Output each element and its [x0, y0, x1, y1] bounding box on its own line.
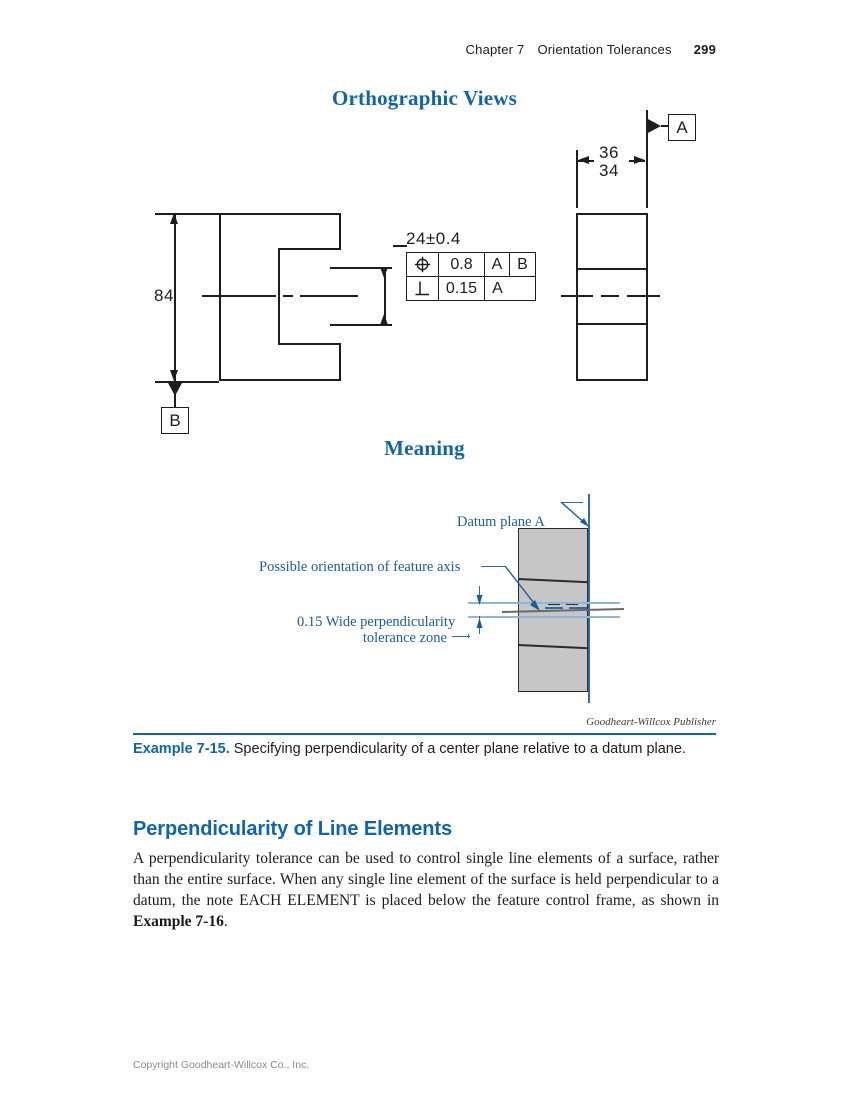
fcf-row-perpendicularity: 0.15 A	[407, 276, 535, 300]
front-view-bottom-edge	[219, 379, 341, 382]
front-view-right-edge-bottom	[339, 344, 342, 381]
slot-extension-line-bottom	[330, 324, 392, 326]
front-view-top-edge	[219, 213, 341, 216]
side-view-right-edge	[646, 213, 649, 381]
side-view-centerline-seg2	[601, 295, 619, 297]
position-symbol	[407, 253, 439, 276]
datum-plane-leader-horizontal	[561, 502, 583, 504]
slot-extension-line-top	[330, 267, 392, 269]
front-view-right-edge-top	[339, 213, 342, 249]
height-arrow-bottom	[170, 370, 178, 381]
position-datum-primary: A	[485, 253, 510, 276]
perpendicularity-symbol	[407, 277, 439, 300]
height-ext-line-top	[155, 213, 219, 215]
slot-dim-arrow-bottom	[380, 314, 388, 325]
slot-dim-leader	[393, 245, 407, 247]
running-head-chapter: Chapter 7	[465, 42, 525, 57]
perpendicularity-datum-primary: A	[492, 279, 503, 297]
orthographic-views-title: Orthographic Views	[331, 86, 517, 110]
feature-axis-leader-horizontal	[481, 566, 506, 568]
tolerance-arrow-up	[476, 618, 483, 628]
page-number: 299	[693, 42, 716, 57]
side-view-divider-upper	[576, 268, 648, 271]
figure-credit: Goodheart-Willcox Publisher	[586, 716, 716, 728]
tolerance-zone-lower-line	[468, 616, 620, 618]
position-tolerance-value: 0.8	[439, 253, 485, 276]
side-view-divider-lower	[576, 323, 648, 326]
meaning-title: Meaning	[384, 436, 465, 460]
datum-feature-b-box: B	[161, 407, 189, 434]
front-view-slot-back	[278, 248, 281, 345]
paragraph-example-ref: Example 7-16	[133, 913, 224, 931]
side-dim-arrow-left	[578, 156, 589, 164]
feature-control-frame: 0.8 A B 0.15 A	[406, 252, 536, 301]
tolerance-zone-upper-line	[468, 602, 620, 604]
side-dim-arrow-right	[634, 156, 645, 164]
caption-text: Specifying perpendicularity of a center …	[229, 741, 686, 757]
perpendicularity-tolerance-value: 0.15	[439, 277, 485, 300]
annotation-datum-plane: Datum plane A	[457, 514, 545, 530]
datum-plane-a-line	[588, 494, 590, 703]
annotation-feature-axis: Possible orientation of feature axis	[259, 559, 461, 575]
slot-dim-arrow-top	[380, 267, 388, 278]
annotation-tolerance-zone-line2: tolerance zone	[362, 630, 447, 646]
fcf-row-position: 0.8 A B	[407, 253, 535, 276]
front-view-centerline-seg3	[300, 295, 358, 297]
figure-caption: Example 7-15. Specifying perpendicularit…	[133, 739, 719, 760]
datum-feature-a-box: A	[668, 114, 696, 141]
front-view-slot-top	[278, 248, 341, 251]
front-view-slot-bottom	[278, 343, 341, 346]
side-view-left-edge	[576, 213, 579, 381]
side-dimension-lower-value: 34	[599, 161, 619, 180]
copyright-footer: Copyright Goodheart-Willcox Co., Inc.	[133, 1059, 310, 1071]
height-arrow-top	[170, 213, 178, 224]
tolerance-arrow-down	[476, 595, 483, 605]
paragraph-part-1: A perpendicularity tolerance can be used…	[133, 850, 719, 910]
datum-b-leader	[174, 394, 176, 407]
front-view-centerline-seg1	[202, 295, 276, 297]
front-view-left-edge	[219, 213, 222, 381]
annotation-tolerance-zone-line1: 0.15 Wide perpendicularity	[297, 614, 456, 630]
center-dash-1	[545, 607, 563, 610]
feature-axis-leader-arrow	[504, 565, 540, 611]
side-view-centerline-seg3	[627, 295, 660, 297]
paragraph-part-2: .	[223, 913, 228, 931]
datum-plane-leader-arrow	[560, 501, 589, 527]
tolerance-leader-horizontal	[452, 636, 470, 638]
datum-a-leader	[661, 125, 669, 127]
side-view-top-edge	[576, 213, 648, 216]
running-head: Chapter 7 Orientation Tolerances 299	[466, 42, 716, 57]
running-head-title: Orientation Tolerances	[537, 42, 672, 57]
slot-dimension-value: 24±0.4	[406, 229, 461, 248]
position-datum-secondary: B	[517, 255, 528, 273]
caption-rule	[133, 733, 716, 736]
article-heading: Perpendicularity of Line Elements	[133, 818, 453, 840]
article-paragraph: A perpendicularity tolerance can be used…	[133, 848, 719, 932]
slot-dimension-line	[384, 267, 386, 325]
front-view-centerline-seg2	[283, 295, 293, 297]
center-dash-2	[569, 607, 587, 610]
height-dimension-line	[174, 213, 176, 381]
height-dimension-value: 84	[154, 286, 174, 305]
datum-b-triangle	[167, 381, 183, 396]
caption-label: Example 7-15.	[133, 741, 230, 757]
side-dim-ext-right	[646, 150, 648, 208]
side-dimension-upper-value: 36	[599, 143, 619, 162]
side-view-centerline-seg1	[561, 295, 593, 297]
datum-a-triangle	[646, 118, 661, 134]
side-view-bottom-edge	[576, 379, 648, 382]
height-ext-line-bottom	[155, 381, 219, 383]
side-dim-ext-left	[576, 150, 578, 208]
